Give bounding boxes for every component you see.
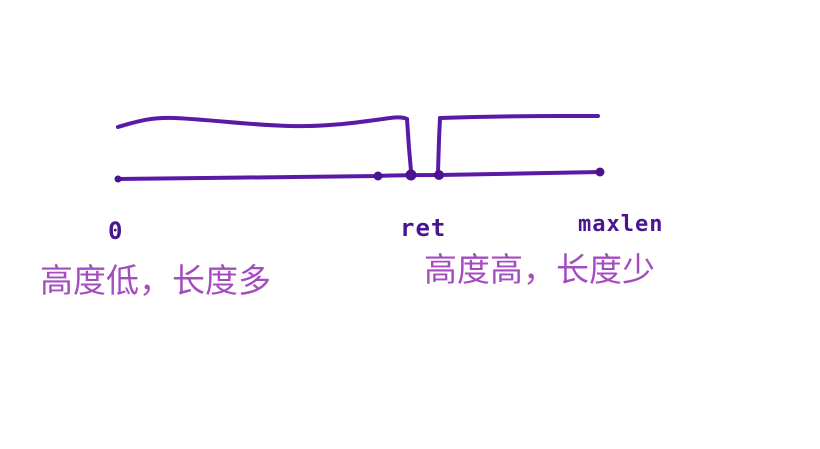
axis-dot-start (114, 175, 122, 183)
label-ret: ret (400, 214, 447, 242)
label-zero: 0 (108, 217, 124, 245)
low-height-curve (116, 115, 409, 129)
axis-dot-before-ret (373, 171, 383, 181)
high-height-curve (438, 113, 600, 120)
gap-right-edge (436, 116, 442, 174)
axis-dot-maxlen (595, 167, 605, 177)
axis-dot-ret (405, 169, 417, 181)
axis-dot-after-ret (434, 170, 444, 180)
caption-low-height: 高度低，长度多 (40, 261, 271, 300)
caption-high-height: 高度高，长度少 (424, 250, 655, 289)
gap-left-edge (405, 117, 413, 173)
baseline-axis (116, 170, 602, 181)
label-maxlen: maxlen (578, 212, 664, 237)
